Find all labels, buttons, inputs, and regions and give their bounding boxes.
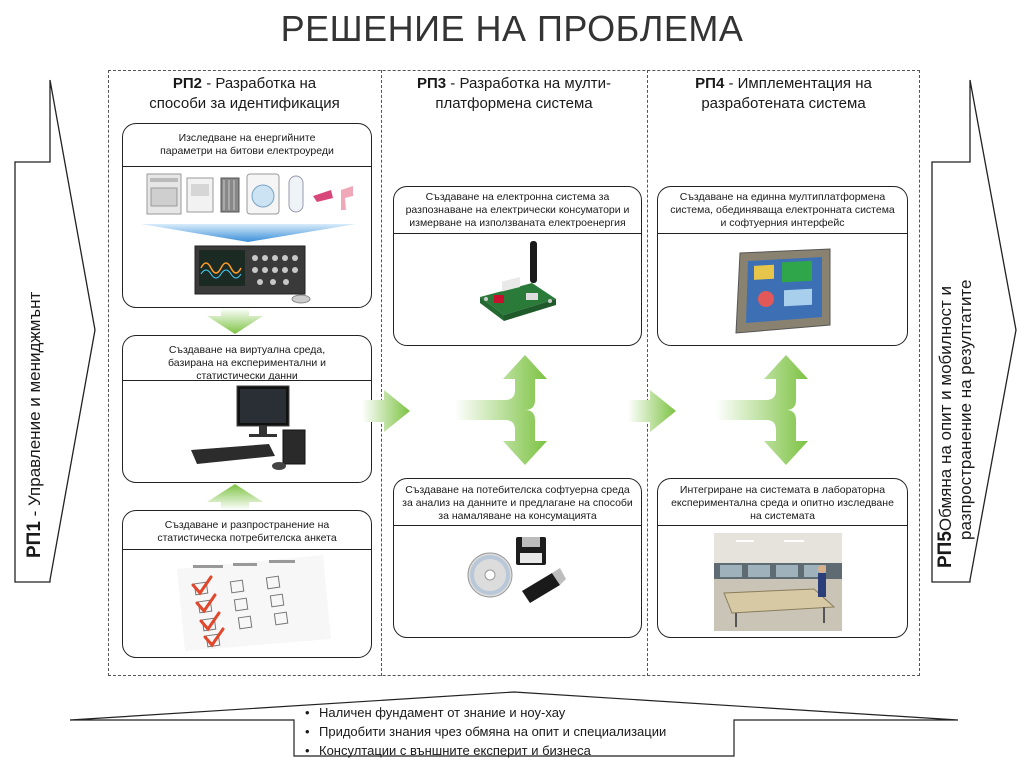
rp2-box2-text: Създаване на виртуална среда, базирана н… — [168, 344, 326, 382]
green-arrow-rp2-to-rp3 — [362, 390, 410, 432]
rp4-box-lab-integration: Интегриране на системата в лабораторна е… — [657, 478, 908, 638]
column-divider-2 — [647, 70, 648, 676]
rp4-box1-text: Създаване на единна мултиплатформена сис… — [670, 191, 895, 229]
rp2-box3-text: Създаване и разпространение на статистич… — [157, 519, 337, 544]
rp3-title: РП3 - Разработка на мулти- платформена с… — [385, 74, 643, 114]
bullet-item: Придобити знания чрез обмяна на опит и с… — [305, 722, 666, 741]
green-split-arrow-rp4 — [716, 355, 808, 465]
rp3-box1-text: Създаване на електронна система за разпо… — [405, 191, 630, 229]
rp4-box-unified-system: Създаване на единна мултиплатформена сис… — [657, 186, 908, 346]
rp5-label: РП5Обмяна на опит и мобилност и разпрост… — [935, 279, 976, 569]
work-packages-frame — [108, 70, 920, 676]
foundation-bullets: Наличен фундамент от знание и ноу-хау Пр… — [305, 703, 666, 760]
media-storage-image — [467, 537, 566, 603]
laboratory-photo — [714, 533, 842, 631]
rp3-box2-text: Създаване на потебителска софтуерна сред… — [402, 484, 633, 522]
green-arrow-rp3-to-rp4 — [628, 390, 676, 432]
rp4-title: РП4 - Имплементация на разработената сис… — [651, 74, 916, 114]
rp2-box-appliance-research: Изследване на енергийните параметри на б… — [122, 123, 372, 308]
rp2-code: РП2 — [172, 75, 203, 92]
survey-checklist-image — [177, 555, 331, 651]
rp1-text: - Управление и мениджмънт — [25, 291, 44, 522]
rp1-arrow: РП1 - Управление и мениджмънт — [10, 70, 100, 590]
electronic-board-image — [480, 241, 556, 321]
rp4-title-line1: - Имплементация на — [724, 75, 872, 92]
rp3-box-electronic-system: Създаване на електронна система за разпо… — [393, 186, 642, 346]
rp3-box-software: Създаване на потебителска софтуерна сред… — [393, 478, 642, 638]
rp4-code: РП4 — [695, 75, 725, 92]
green-split-arrow-rp3 — [455, 355, 547, 465]
page-title: РЕШЕНИЕ НА ПРОБЛЕМА — [280, 8, 744, 49]
rp4-title-line2: разработената система — [701, 95, 866, 112]
rp1-code: РП1 — [24, 521, 45, 558]
rp2-title-line2: способи за идентификация — [149, 95, 340, 112]
panel-display-image — [735, 248, 831, 334]
rp5-code: РП5 — [935, 531, 956, 568]
blue-down-arrow — [141, 224, 356, 242]
column-divider-1 — [381, 70, 382, 676]
rp5-arrow: РП5Обмяна на опит и мобилност и разпрост… — [928, 70, 1020, 590]
rp4-box2-text: Интегриране на системата в лабораторна е… — [671, 484, 894, 522]
green-arrow-down-1 — [207, 308, 263, 334]
appliances-image — [146, 173, 353, 215]
rp3-code: РП3 — [416, 75, 447, 92]
rp3-title-line1: - Разработка на мулти- — [446, 75, 612, 92]
rp2-title: РП2 - Разработка на способи за идентифик… — [112, 74, 377, 114]
rp5-line2: разпространение на резултатите — [956, 279, 975, 541]
rp2-box-survey: Създаване и разпространение на статистич… — [122, 510, 372, 658]
bullet-item: Наличен фундамент от знание и ноу-хау — [305, 703, 666, 722]
bullet-item: Консултации с външните експерит и бизнес… — [305, 741, 666, 760]
rp2-title-line1: - Разработка на — [202, 75, 317, 92]
green-arrow-up-1 — [207, 484, 263, 510]
rp2-box-virtual-environment: Създаване на виртуална среда, базирана н… — [122, 335, 372, 483]
rp2-box1-text: Изследване на енергийните параметри на б… — [160, 132, 334, 157]
computer-image — [191, 385, 306, 470]
rp1-label: РП1 - Управление и мениджмънт — [24, 292, 46, 558]
rp5-line1: Обмяна на опит и мобилност и — [936, 285, 955, 532]
rp3-title-line2: платформена система — [435, 95, 593, 112]
oscilloscope-image — [194, 245, 311, 304]
